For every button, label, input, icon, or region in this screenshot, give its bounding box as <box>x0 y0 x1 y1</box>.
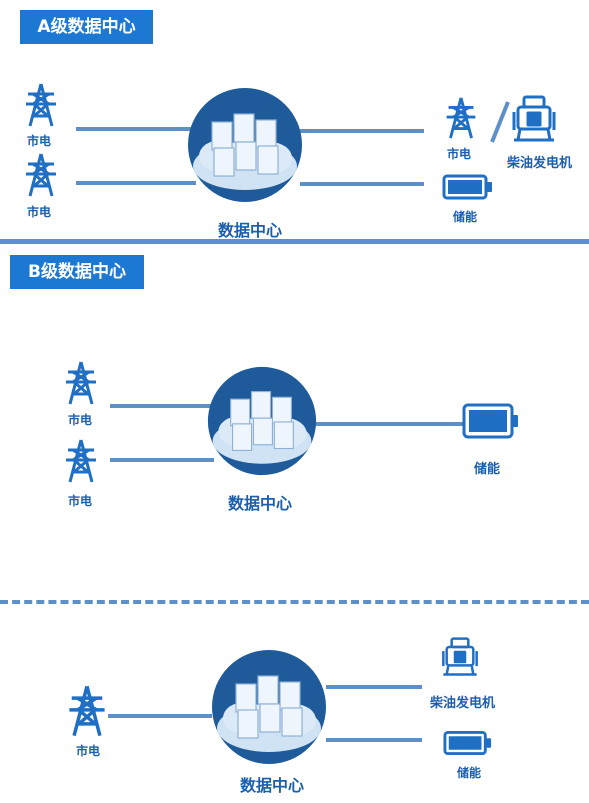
dashed-divider <box>0 600 589 604</box>
diesel-generator-icon <box>510 94 558 144</box>
storage-label: 储能 <box>457 766 482 780</box>
wire-grid-1-to-dc <box>110 404 214 408</box>
datacenter-cloud-icon <box>210 648 328 766</box>
battery-icon <box>443 730 493 756</box>
battery-icon <box>442 174 494 200</box>
storage-label: 储能 <box>453 210 478 224</box>
wire-grid-2-to-dc <box>110 458 214 462</box>
power-tower-icon <box>444 96 478 140</box>
section-divider <box>0 239 589 244</box>
grid-label-1: 市电 <box>76 744 101 758</box>
wire-dc-to-storage <box>312 422 464 426</box>
grid-label-1: 市电 <box>27 134 52 148</box>
wire-dc-to-storage <box>326 738 422 742</box>
power-tower-icon <box>64 438 98 484</box>
wire-grid-1-to-dc <box>76 127 196 131</box>
datacenter-cloud-icon <box>206 365 318 477</box>
datacenter-label: 数据中心 <box>240 776 305 795</box>
grid-label-2: 市电 <box>27 205 52 219</box>
grid-label-3: 市电 <box>447 147 472 161</box>
section-a-title: A级数据中心 <box>20 10 153 44</box>
generator-label: 柴油发电机 <box>430 696 496 711</box>
wire-grid-2-to-dc <box>76 181 196 185</box>
divider-slash <box>490 101 510 143</box>
grid-label-1: 市电 <box>68 413 93 427</box>
battery-icon <box>462 403 520 439</box>
generator-label: 柴油发电机 <box>507 156 573 171</box>
datacenter-label: 数据中心 <box>228 494 293 513</box>
datacenter-cloud-icon <box>186 86 304 204</box>
section-b-title: B级数据中心 <box>10 255 144 289</box>
grid-label-2: 市电 <box>68 494 93 508</box>
diesel-generator-icon <box>440 634 480 680</box>
wire-dc-to-storage <box>300 182 424 186</box>
datacenter-label: 数据中心 <box>218 221 283 240</box>
power-tower-icon <box>64 684 110 738</box>
power-tower-icon <box>24 152 58 198</box>
wire-dc-to-grid-3 <box>300 129 424 133</box>
power-tower-icon <box>24 82 58 128</box>
wire-grid-to-dc <box>108 714 212 718</box>
wire-dc-to-generator <box>326 685 422 689</box>
power-tower-icon <box>64 360 98 406</box>
storage-label: 储能 <box>474 462 501 477</box>
